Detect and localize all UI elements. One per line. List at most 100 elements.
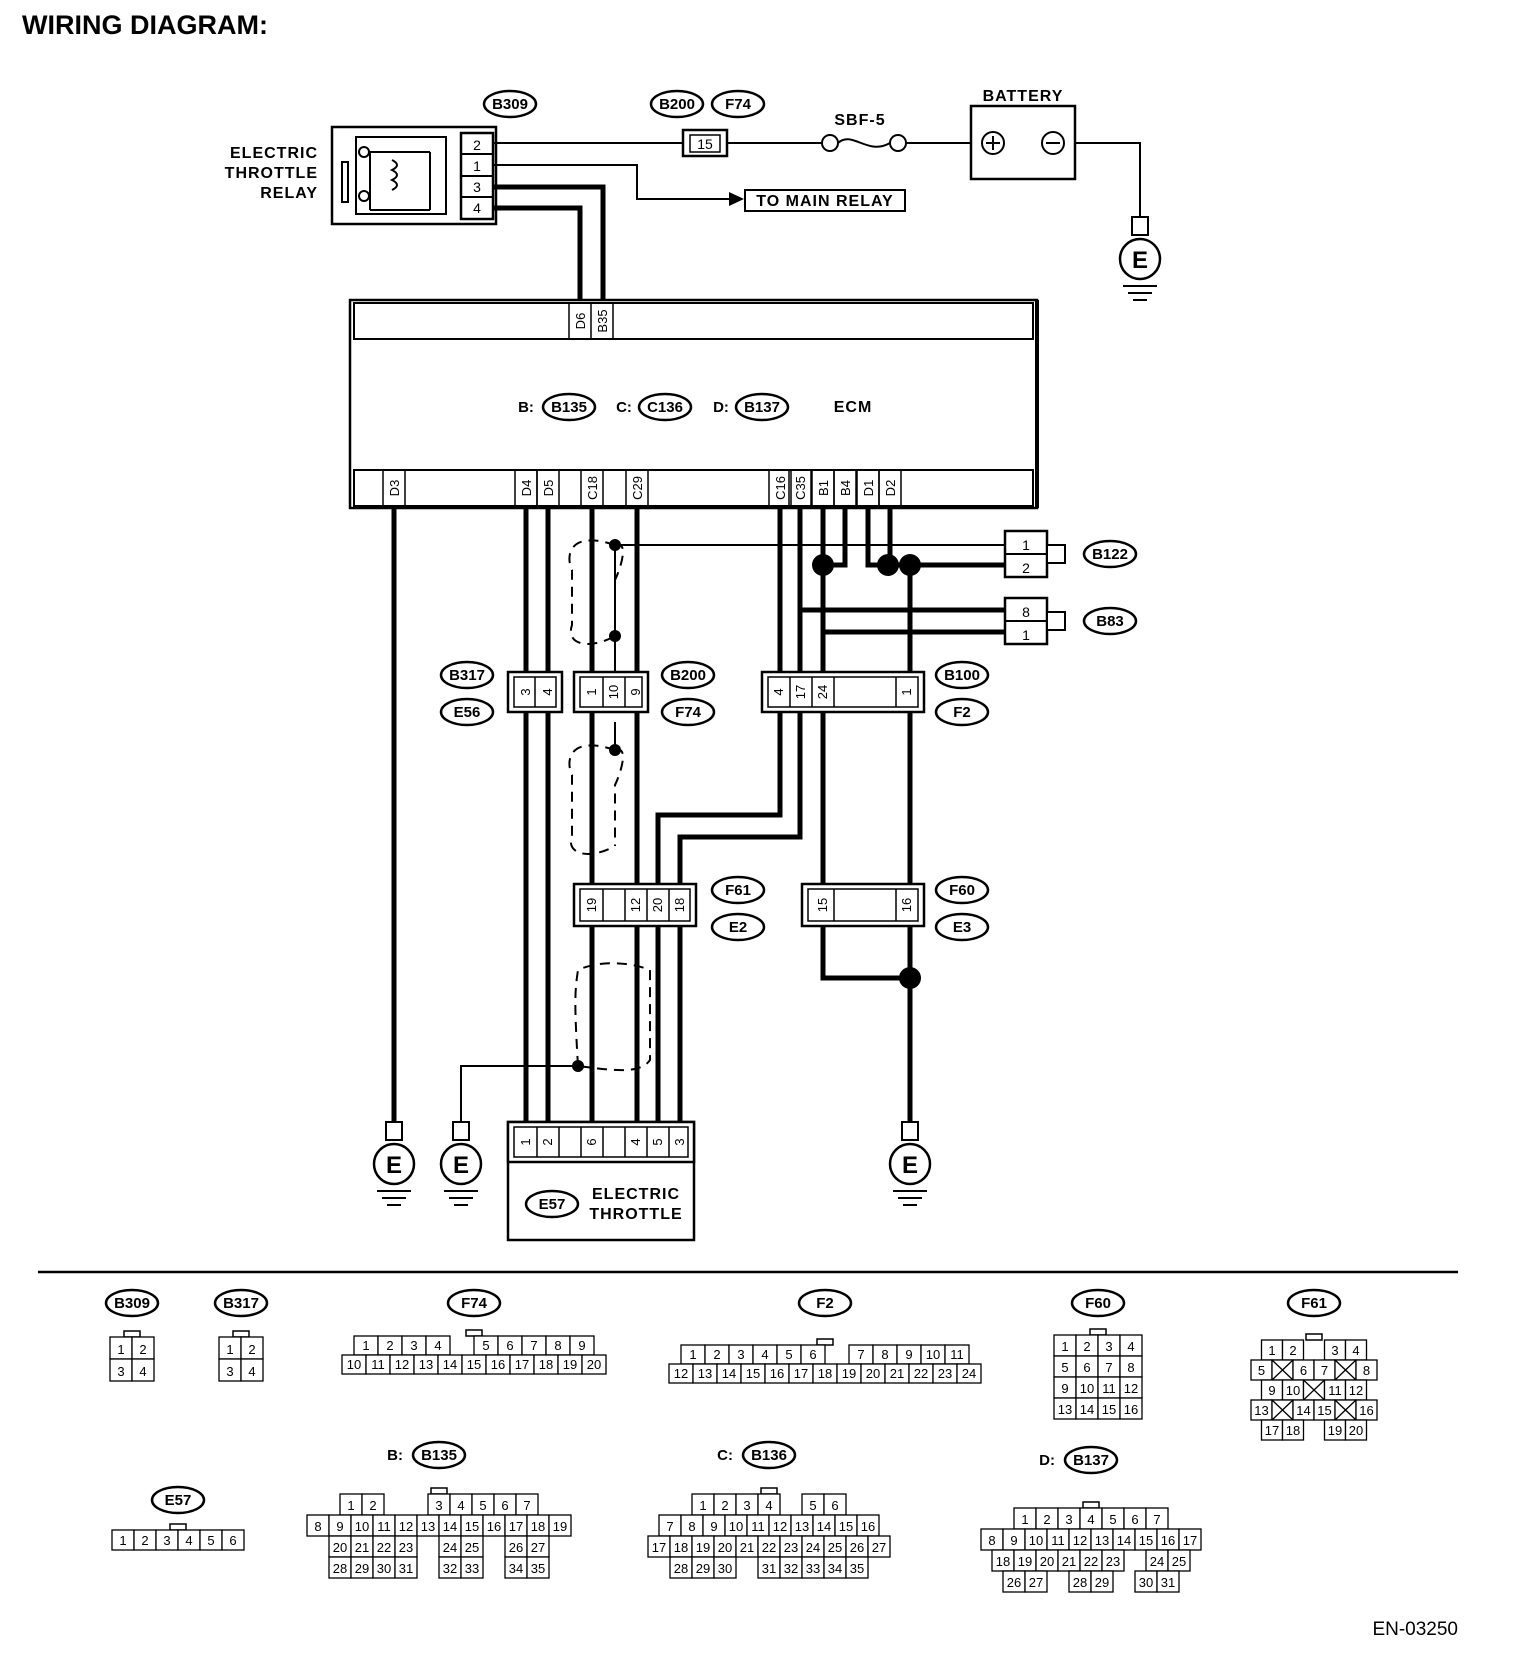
svg-text:4: 4 — [765, 1498, 772, 1513]
svg-text:11: 11 — [371, 1357, 385, 1372]
svg-text:6: 6 — [584, 1138, 599, 1145]
svg-text:14: 14 — [443, 1357, 457, 1372]
svg-text:1: 1 — [119, 1533, 126, 1548]
wire — [460, 1065, 578, 1122]
ground-icon — [372, 1142, 416, 1186]
svg-text:24: 24 — [815, 685, 830, 699]
svg-text:22: 22 — [377, 1540, 391, 1555]
svg-text:B137: B137 — [1073, 1452, 1109, 1469]
svg-text:27: 27 — [531, 1540, 545, 1555]
svg-text:E2: E2 — [729, 919, 747, 936]
svg-text:3: 3 — [410, 1338, 417, 1353]
svg-text:1: 1 — [689, 1347, 696, 1362]
svg-text:10: 10 — [606, 685, 621, 699]
svg-text:9: 9 — [1010, 1533, 1017, 1548]
svg-text:11: 11 — [1328, 1383, 1342, 1398]
svg-text:23: 23 — [1106, 1554, 1120, 1569]
svg-text:F2: F2 — [816, 1295, 834, 1312]
svg-text:10: 10 — [1080, 1381, 1094, 1396]
svg-text:13: 13 — [421, 1519, 435, 1534]
svg-text:4: 4 — [248, 1364, 255, 1379]
svg-text:15: 15 — [1139, 1533, 1153, 1548]
svg-text:B:: B: — [387, 1447, 403, 1464]
svg-text:14: 14 — [1080, 1402, 1094, 1417]
svg-text:3: 3 — [226, 1364, 233, 1379]
splice-dot — [877, 554, 899, 576]
ecm-connector-b: B135 — [551, 399, 587, 416]
svg-text:31: 31 — [762, 1561, 776, 1576]
svg-text:28: 28 — [674, 1561, 688, 1576]
svg-text:1: 1 — [699, 1498, 706, 1513]
connector-b122: 1 2 B122 — [1003, 529, 1138, 579]
svg-text:1: 1 — [1268, 1343, 1275, 1358]
ecm-pin: D4 — [519, 480, 534, 497]
svg-text:TO MAIN RELAY: TO MAIN RELAY — [756, 193, 893, 210]
to-main-relay-box: TO MAIN RELAY — [744, 189, 906, 212]
splice-dot — [609, 539, 621, 551]
svg-text:B309: B309 — [492, 96, 528, 113]
svg-text:4: 4 — [540, 688, 555, 695]
svg-text:16: 16 — [491, 1357, 505, 1372]
relay-pin: 2 — [473, 137, 481, 153]
ground-symbol: E — [1118, 216, 1162, 301]
connector-b200-f74: 1 10 9 B200 F74 — [572, 660, 716, 727]
svg-text:SBF-5: SBF-5 — [834, 112, 885, 129]
wire — [655, 506, 783, 1130]
svg-text:13: 13 — [698, 1366, 712, 1381]
svg-text:F2: F2 — [953, 704, 971, 721]
svg-text:4: 4 — [185, 1533, 192, 1548]
svg-text:1: 1 — [1021, 1512, 1028, 1527]
svg-text:7: 7 — [1105, 1360, 1112, 1375]
svg-text:15: 15 — [746, 1366, 760, 1381]
svg-text:F74: F74 — [461, 1295, 488, 1312]
svg-text:8: 8 — [881, 1347, 888, 1362]
coil-icon — [389, 159, 398, 191]
svg-text:21: 21 — [740, 1540, 754, 1555]
svg-text:1: 1 — [518, 1138, 533, 1145]
svg-text:4: 4 — [434, 1338, 441, 1353]
svg-text:1: 1 — [226, 1342, 233, 1357]
splice-dot — [899, 554, 921, 576]
relay-label-1: ELECTRIC — [230, 145, 318, 162]
svg-text:12: 12 — [1073, 1533, 1087, 1548]
svg-text:30: 30 — [718, 1561, 732, 1576]
svg-text:16: 16 — [1359, 1403, 1373, 1418]
svg-text:5: 5 — [1061, 1360, 1068, 1375]
svg-text:9: 9 — [1061, 1381, 1068, 1396]
ground-symbol: E — [372, 1121, 416, 1206]
svg-text:16: 16 — [899, 898, 914, 912]
svg-text:18: 18 — [674, 1540, 688, 1555]
svg-text:12: 12 — [773, 1519, 787, 1534]
svg-text:9: 9 — [1268, 1383, 1275, 1398]
svg-text:17: 17 — [794, 1366, 808, 1381]
svg-text:20: 20 — [1349, 1423, 1363, 1438]
svg-text:6: 6 — [229, 1533, 236, 1548]
svg-text:22: 22 — [914, 1366, 928, 1381]
svg-text:21: 21 — [890, 1366, 904, 1381]
svg-text:14: 14 — [722, 1366, 736, 1381]
svg-text:25: 25 — [465, 1540, 479, 1555]
svg-text:13: 13 — [419, 1357, 433, 1372]
svg-text:35: 35 — [850, 1561, 864, 1576]
connector-f60-e3: 15 16 F60 E3 — [800, 875, 990, 942]
ecm-connector-c: C136 — [647, 399, 683, 416]
svg-text:2: 2 — [1289, 1343, 1296, 1358]
svg-text:7: 7 — [666, 1519, 673, 1534]
svg-text:8: 8 — [1127, 1360, 1134, 1375]
svg-text:24: 24 — [806, 1540, 820, 1555]
svg-text:16: 16 — [487, 1519, 501, 1534]
fuse-sbf5: SBF-5 — [821, 112, 907, 152]
svg-text:2: 2 — [1083, 1339, 1090, 1354]
svg-text:17: 17 — [652, 1540, 666, 1555]
svg-text:1: 1 — [584, 688, 599, 695]
ecm-pin: D6 — [573, 313, 588, 330]
splice-dot — [899, 967, 921, 989]
svg-text:7: 7 — [1321, 1363, 1328, 1378]
svg-text:6: 6 — [1131, 1512, 1138, 1527]
svg-text:17: 17 — [515, 1357, 529, 1372]
svg-text:3: 3 — [163, 1533, 170, 1548]
